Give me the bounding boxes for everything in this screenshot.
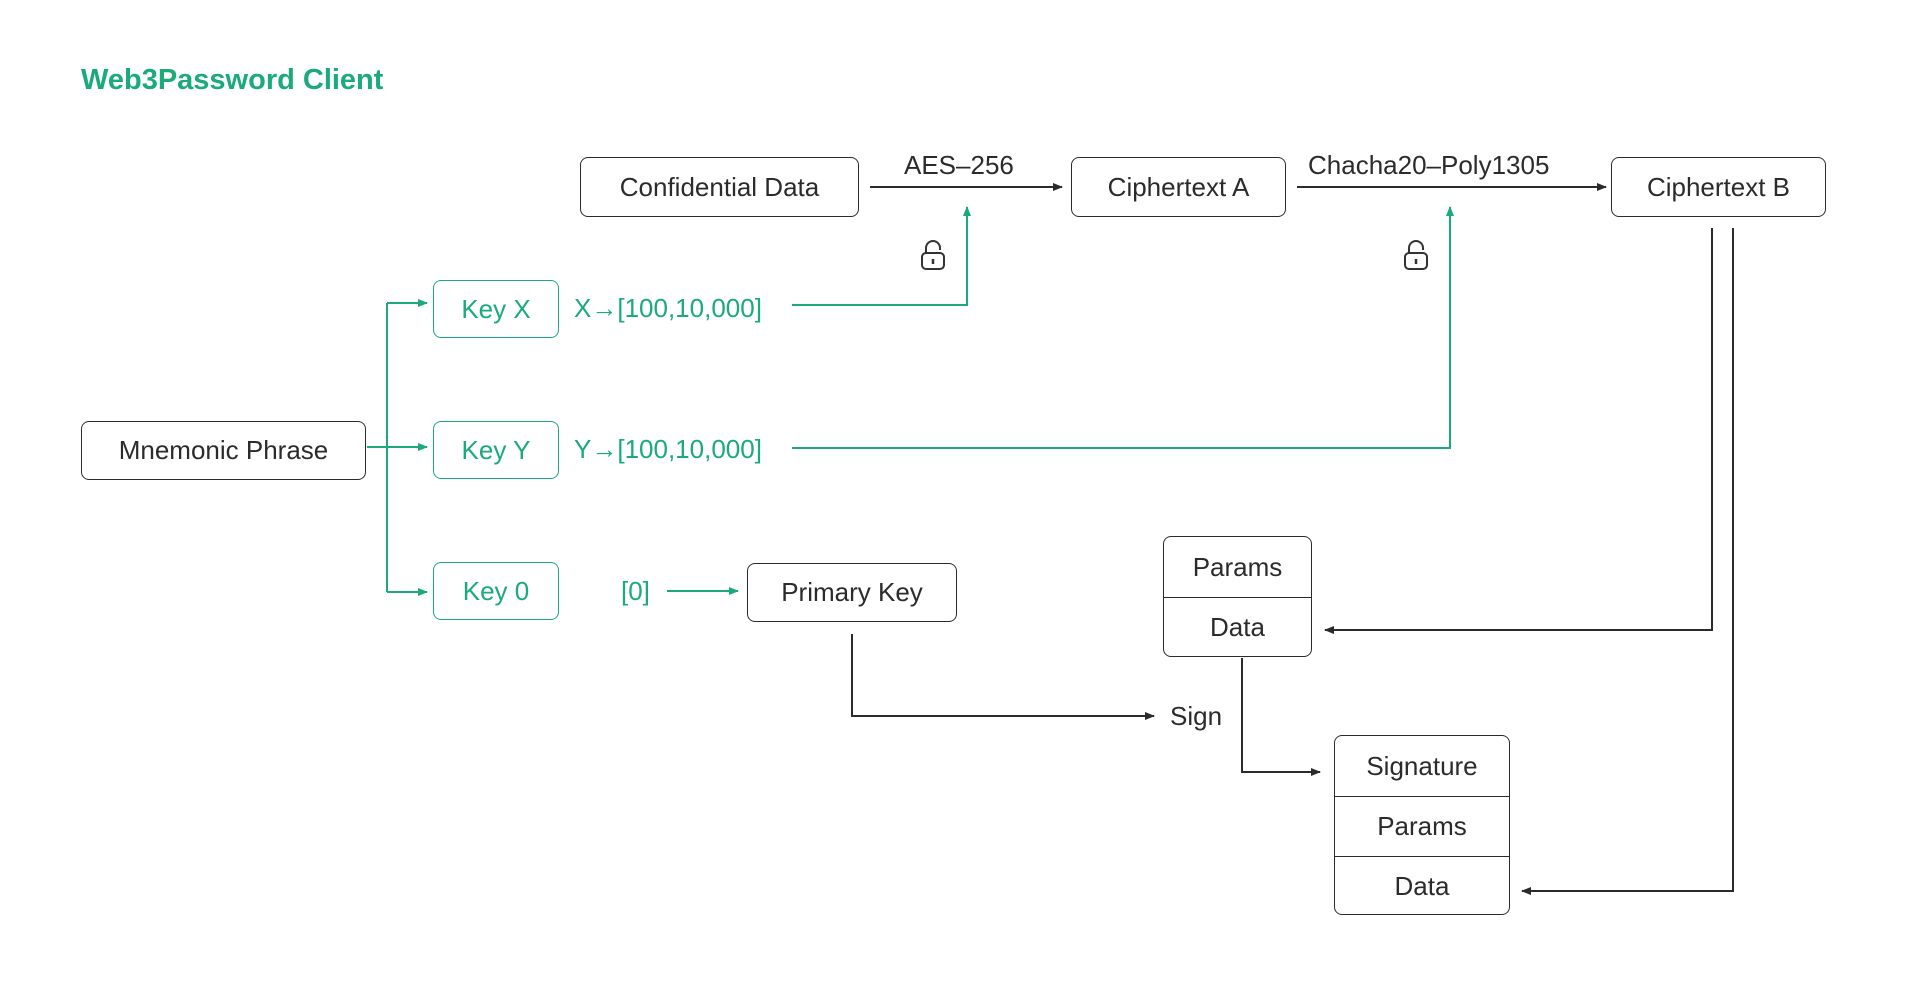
key-0-node: Key 0	[433, 562, 559, 620]
key-y-node: Key Y	[433, 421, 559, 479]
key-x-to-aes-connector	[792, 206, 971, 306]
lock-icon	[1404, 240, 1428, 270]
sign-label: Sign	[1170, 701, 1223, 731]
primary-key-to-sign-connector	[851, 634, 1155, 720]
params-cell: Params	[1192, 551, 1283, 582]
ciphertext-a-node: Ciphertext A	[1071, 157, 1286, 217]
params-data-box: Params Data	[1163, 536, 1312, 657]
params-cell: Params	[1335, 796, 1509, 856]
primary-key-node: Primary Key	[747, 563, 957, 622]
data-cell: Data	[1164, 597, 1311, 656]
signature-cell: Signature	[1366, 750, 1478, 781]
confidential-data-node: Confidential Data	[580, 157, 859, 217]
cipher-b-to-data-connector	[1324, 228, 1713, 634]
data-cell: Data	[1335, 856, 1509, 914]
aes-256-label: AES–256	[904, 150, 1014, 180]
key-y-range-label: Y→[100,10,000]	[574, 434, 762, 464]
mnemonic-branch-connector	[367, 299, 428, 596]
key-x-node: Key X	[433, 280, 559, 338]
key-y-to-chacha-connector	[792, 206, 1454, 449]
ciphertext-b-node: Ciphertext B	[1611, 157, 1826, 217]
chacha20-poly1305-label: Chacha20–Poly1305	[1308, 150, 1550, 180]
key-0-index-label: [0]	[621, 576, 650, 606]
signature-box: Signature Params Data	[1334, 735, 1510, 915]
mnemonic-phrase-node: Mnemonic Phrase	[81, 421, 366, 480]
key-x-range-label: X→[100,10,000]	[574, 293, 762, 323]
data-to-signature-connector	[1241, 658, 1321, 776]
lock-icon	[921, 240, 945, 270]
diagram-title: Web3Password Client	[81, 64, 384, 96]
cipher-b-to-signature-data-connector	[1521, 228, 1734, 895]
